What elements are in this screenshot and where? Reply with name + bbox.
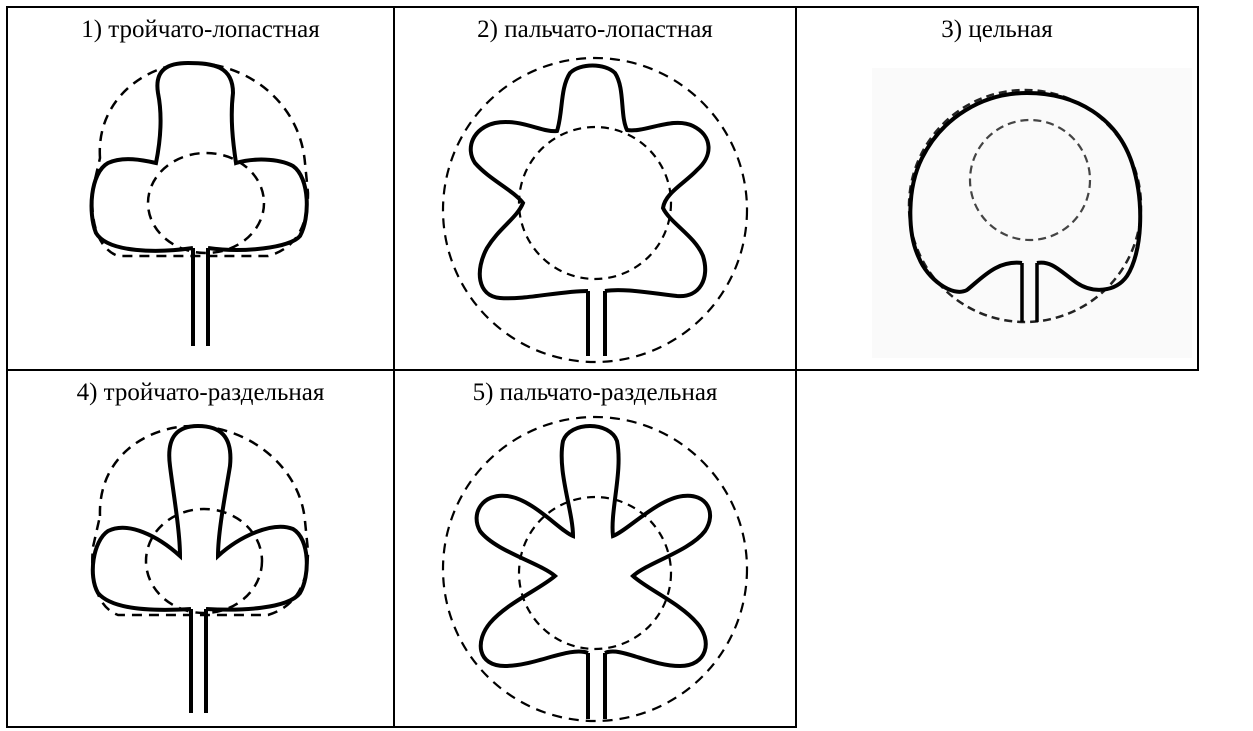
- outer-envelope-outline: [92, 426, 308, 615]
- palmate-divided-leaf-figure: [395, 371, 795, 727]
- trifoliate-divided-leaf-figure: [8, 371, 393, 727]
- cell-palmate-divided: 5) пальчато-раздельная: [394, 370, 796, 727]
- cell-trifoliate-lobed: 1) тройчато-лопастная: [7, 7, 394, 370]
- inner-base-outline: [519, 497, 671, 649]
- image-backdrop: [872, 68, 1192, 358]
- leaf-outline: [477, 426, 710, 666]
- outer-envelope-outline: [443, 417, 747, 721]
- inner-base-outline: [519, 127, 671, 279]
- inner-base-outline: [148, 153, 264, 253]
- leaf-types-table: 1) тройчато-лопастная 2) пальчато-лопаст…: [6, 6, 1199, 728]
- cell-entire: 3) цельная: [796, 7, 1198, 370]
- leaf-outline: [471, 66, 709, 299]
- entire-leaf-figure: [797, 8, 1197, 370]
- empty-cell: [796, 370, 1198, 727]
- cell-trifoliate-divided: 4) тройчато-раздельная: [7, 370, 394, 727]
- trifoliate-lobed-leaf-figure: [8, 8, 393, 370]
- cell-palmate-lobed: 2) пальчато-лопастная: [394, 7, 796, 370]
- inner-base-outline: [146, 509, 262, 613]
- palmate-lobed-leaf-figure: [395, 8, 795, 370]
- outer-envelope-outline: [443, 58, 747, 362]
